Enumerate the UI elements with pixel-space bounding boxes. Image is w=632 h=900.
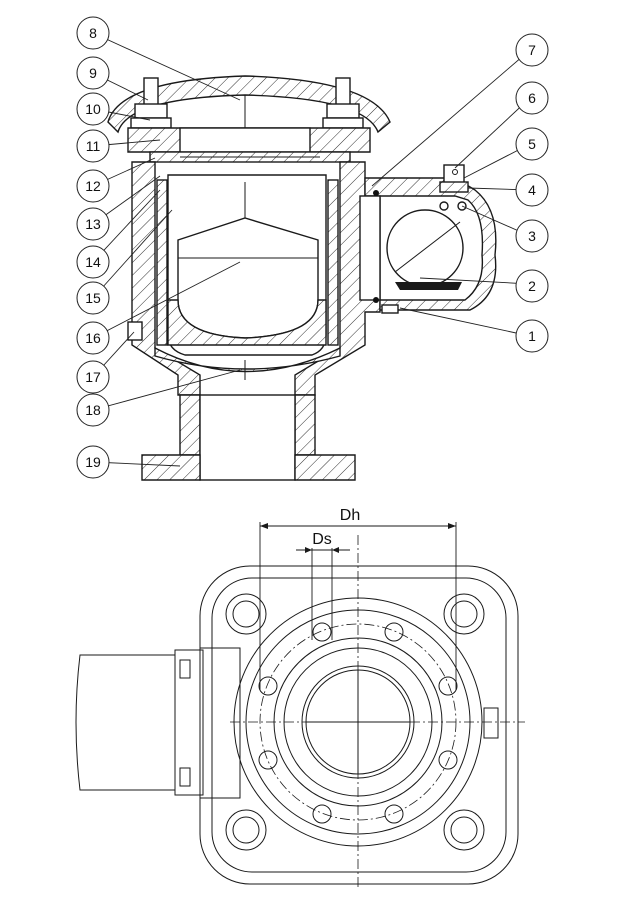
dim-dh-label: Dh [340, 507, 360, 524]
neck [179, 394, 201, 456]
svg-text:6: 6 [528, 90, 536, 106]
svg-text:3: 3 [528, 228, 536, 244]
callout-15: 15 [76, 281, 110, 315]
callout-8: 8 [76, 16, 110, 50]
callout-7: 7 [515, 33, 549, 67]
float-guide-left [156, 179, 168, 346]
ball [386, 209, 464, 287]
svg-text:9: 9 [89, 65, 97, 81]
callout-3: 3 [515, 219, 549, 253]
callout-9: 9 [76, 56, 110, 90]
corner-bolts [225, 593, 485, 851]
section-view [107, 75, 497, 481]
svg-text:1: 1 [528, 328, 536, 344]
cover-dome [107, 75, 391, 134]
svg-text:11: 11 [86, 138, 101, 154]
side-housing-plan [75, 654, 176, 791]
dimensions: Dh Ds [259, 507, 457, 690]
svg-text:15: 15 [85, 290, 101, 306]
callout-17: 17 [76, 360, 110, 394]
callout-16: 16 [76, 321, 110, 355]
float [177, 217, 319, 339]
svg-text:18: 18 [85, 402, 101, 418]
body-floor [154, 346, 341, 373]
svg-text:13: 13 [85, 216, 101, 232]
svg-text:16: 16 [85, 330, 101, 346]
callout-11: 11 [76, 129, 110, 163]
callout-12: 12 [76, 169, 110, 203]
svg-text:5: 5 [528, 136, 536, 152]
callout-6: 6 [515, 81, 549, 115]
svg-text:7: 7 [528, 42, 536, 58]
callouts: 8 9 10 11 12 13 14 15 16 17 18 19 7 6 5 … [76, 16, 549, 479]
float-guide-right [327, 179, 339, 346]
plan-view [75, 535, 525, 890]
svg-text:4: 4 [528, 182, 536, 198]
svg-text:10: 10 [85, 101, 101, 117]
bolt-holes [258, 622, 458, 824]
drain-plug [127, 321, 143, 341]
ball-seat [395, 282, 462, 290]
callout-18: 18 [76, 393, 110, 427]
callout-5: 5 [515, 127, 549, 161]
callout-19: 19 [76, 445, 110, 479]
svg-text:12: 12 [85, 178, 101, 194]
callout-13: 13 [76, 207, 110, 241]
callout-2: 2 [515, 269, 549, 303]
svg-text:14: 14 [85, 254, 101, 270]
bolt-right [322, 77, 364, 129]
callout-14: 14 [76, 245, 110, 279]
svg-text:2: 2 [528, 278, 536, 294]
callout-4: 4 [515, 173, 549, 207]
callout-10: 10 [76, 92, 110, 126]
dim-ds-label: Ds [312, 531, 332, 548]
callout-1: 1 [515, 319, 549, 353]
svg-text:8: 8 [89, 25, 97, 41]
svg-text:19: 19 [85, 454, 101, 470]
svg-text:17: 17 [85, 369, 101, 385]
bottom-flange [141, 454, 201, 481]
